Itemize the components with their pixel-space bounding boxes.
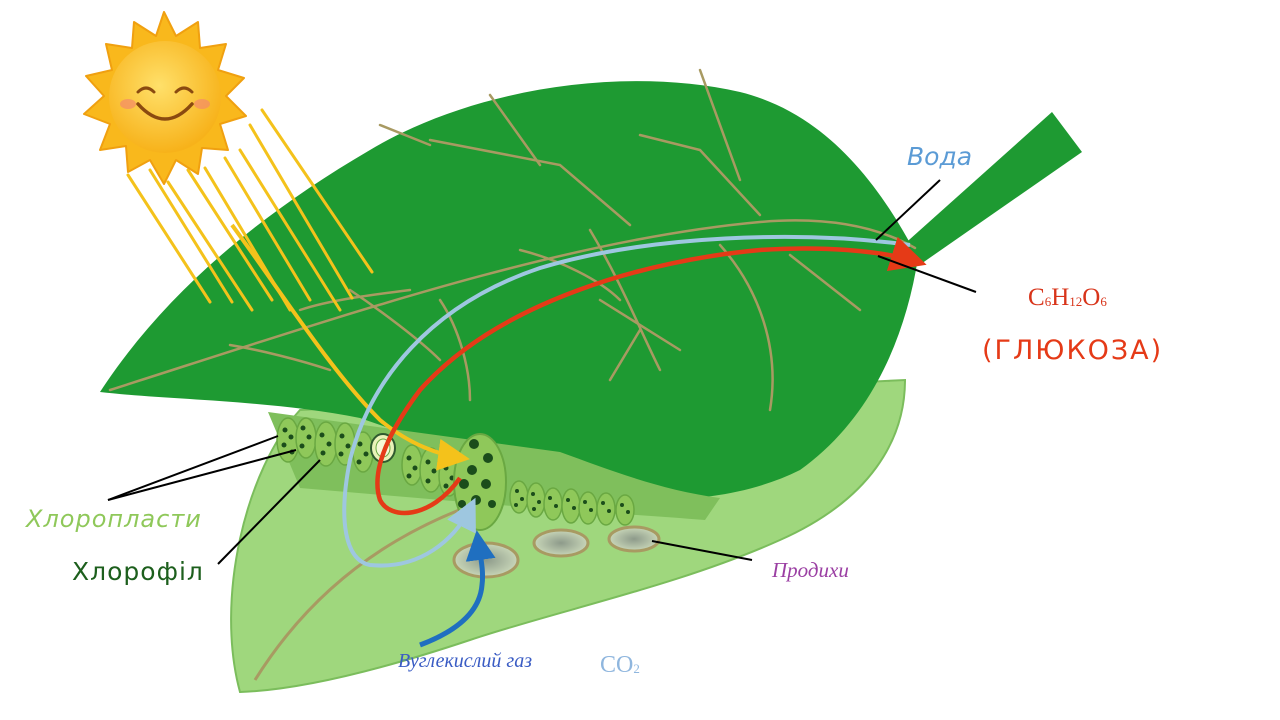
sunlight-arrow [230,223,470,471]
leaf-veins [108,68,917,412]
co2-formula: CO2 [600,652,640,679]
chlorophyll-label: Хлорофіл [72,557,204,586]
co2-arrow [419,530,496,648]
leaf-upper [100,81,918,500]
glucose-arrow [375,236,927,516]
formula-o: O [1082,284,1101,311]
co2-o: O [616,652,634,678]
water-label: Вода [907,142,973,171]
co2-count: 2 [633,661,640,676]
leader-lines [107,179,977,565]
glucose-formula: C6H12O6 [1028,284,1107,312]
formula-h: H [1051,284,1070,311]
chloroplasts-label: Хлоропласти [26,505,202,533]
formula-c: C [1028,284,1045,311]
co2-c: C [600,652,617,678]
stomata [452,525,661,579]
formula-c-count: 6 [1044,294,1052,309]
formula-h-count: 12 [1069,294,1083,309]
sun-icon [83,11,247,185]
co2-label: Вуглекислий газ [398,650,533,672]
leaf-stem [900,112,1082,266]
stomata-label: Продихи [772,558,849,582]
formula-o-count: 6 [1100,294,1107,309]
water-arrow [342,234,911,568]
glucose-label: (ГЛЮКОЗА) [982,335,1164,366]
sun-rays [126,108,374,312]
